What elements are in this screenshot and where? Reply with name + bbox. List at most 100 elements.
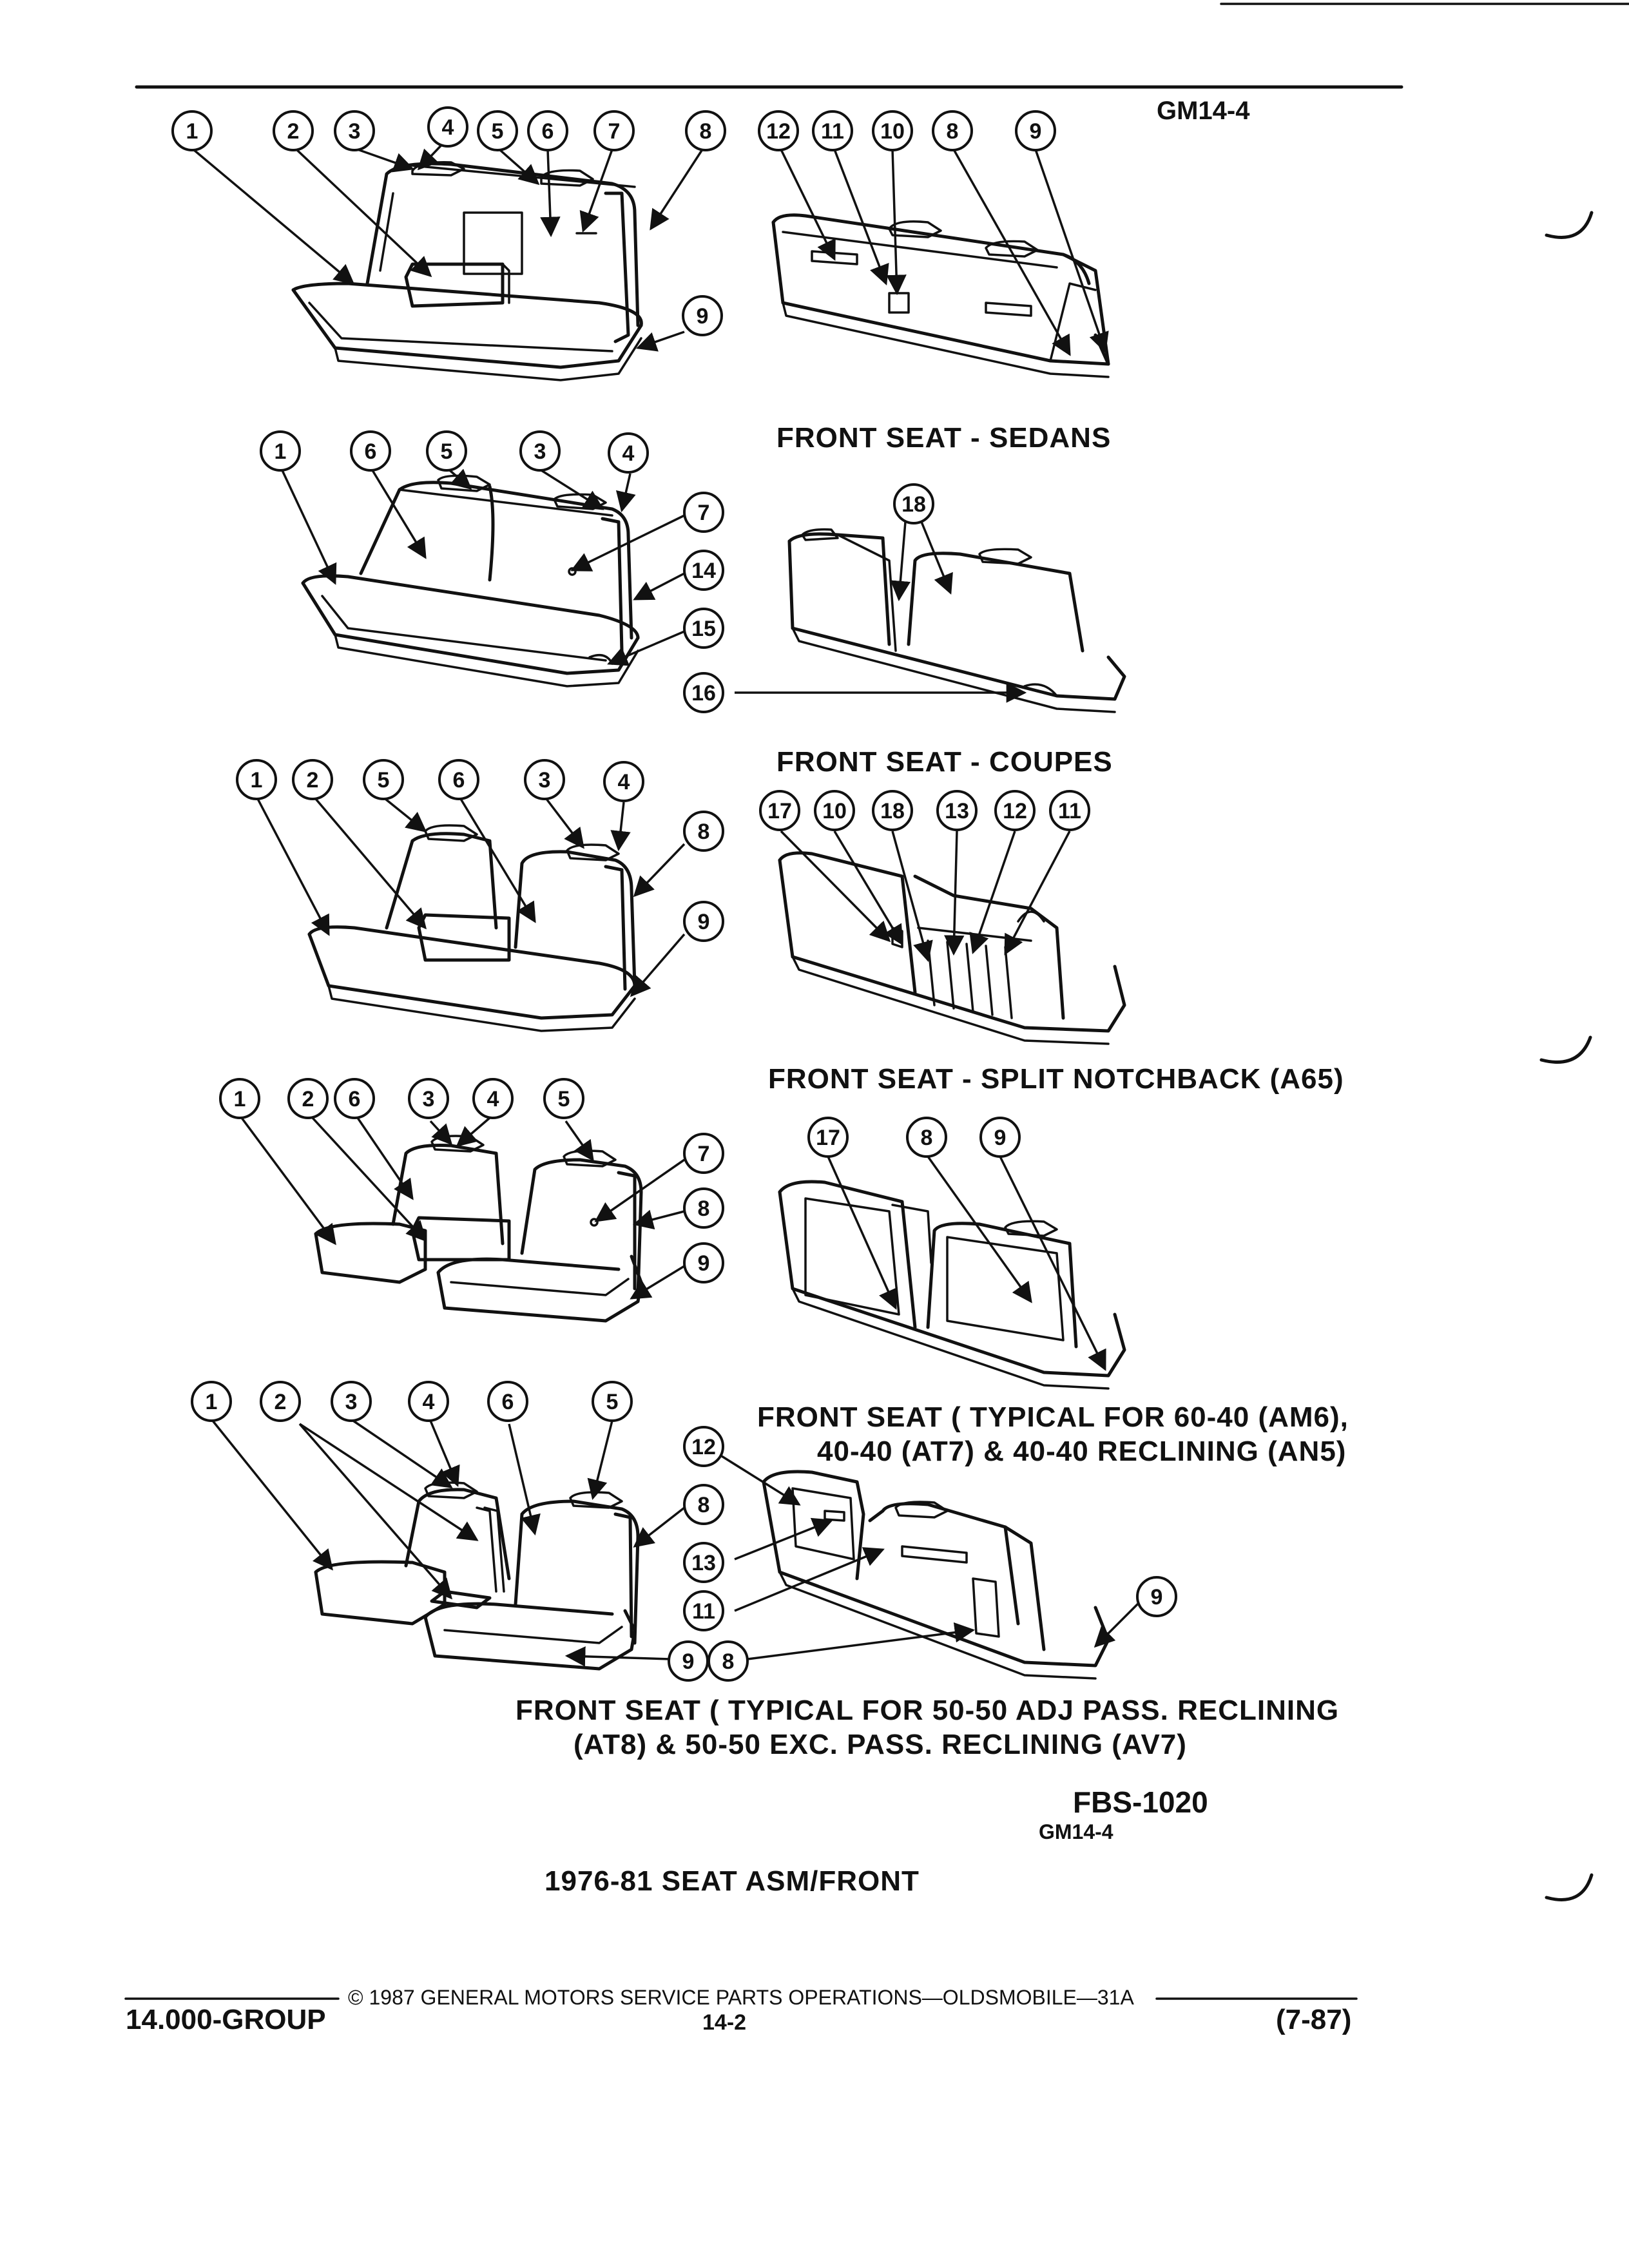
callout-label: 8 [698,1196,710,1221]
callout-label: 1 [275,439,287,464]
callout: 1 [219,1078,260,1119]
callout-label: 2 [275,1390,287,1414]
callout-label: 2 [287,119,300,144]
callout: 3 [524,759,565,800]
callout: 15 [683,608,724,649]
footer-copyright: © 1987 GENERAL MOTORS SERVICE PARTS OPER… [348,1986,1134,2009]
callout: 6 [438,759,479,800]
callout: 5 [592,1381,633,1422]
callout-label: 5 [378,768,390,793]
callout: 8 [932,110,973,151]
callout: 1 [171,110,213,151]
callout-label: 7 [698,1142,710,1166]
callout-label: 18 [880,799,905,823]
callout-label: 3 [345,1390,358,1414]
callout: 2 [292,759,333,800]
callout: 14 [683,550,724,591]
diagram-50-50-right-drawing [762,1470,1110,1680]
callout: 9 [979,1117,1021,1158]
callout: 8 [683,1484,724,1525]
callout: 8 [685,110,726,151]
margin-mark [1545,1873,1594,1901]
callout: 7 [683,1133,724,1174]
caption-50-50-line1: FRONT SEAT ( TYPICAL FOR 50-50 ADJ PASS.… [516,1695,1340,1726]
callout-label: 4 [423,1390,435,1414]
callout-label: 6 [542,119,554,144]
callout: 13 [936,790,978,831]
callout-label: 13 [691,1551,716,1575]
callout-label: 5 [492,119,504,144]
callout: 1 [236,759,277,800]
callout-label: 1 [251,768,263,793]
callout: 1 [191,1381,232,1422]
callout: 2 [273,110,314,151]
callout-label: 9 [698,910,710,934]
callout: 9 [683,901,724,942]
callout: 16 [683,672,724,713]
diagram-split-notchback-left-drawing [307,824,637,1032]
figure-title: 1976-81 SEAT ASM/FRONT [545,1865,920,1897]
callout: 3 [408,1078,449,1119]
callout: 7 [593,110,635,151]
callout-label: 13 [945,799,969,823]
callout-label: 9 [697,304,709,329]
callout: 6 [350,430,391,472]
callout-label: 12 [691,1435,716,1459]
callout-label: 6 [502,1390,514,1414]
callout: 2 [260,1381,301,1422]
callout-label: 15 [691,617,716,641]
callout: 3 [334,110,375,151]
callout: 9 [668,1640,709,1682]
callout: 18 [893,483,934,524]
callout: 5 [426,430,467,472]
callout: 2 [287,1078,329,1119]
callouts: 1 2 3 4 5 6 7 8 9 12 11 10 8 9 1 6 5 3 4… [171,106,1177,1682]
callout-label: 9 [994,1126,1007,1150]
callout-label: 8 [722,1649,735,1674]
diagram-coupes-left-drawing [301,474,640,687]
callout-label: 5 [441,439,453,464]
footer-group: 14.000-GROUP [126,2004,326,2035]
callout-label: 16 [691,681,716,706]
callout-label: 8 [698,820,710,844]
callout-label: 18 [901,492,926,517]
callout-label: 17 [767,799,792,823]
caption-50-50-line2: (AT8) & 50-50 EXC. PASS. RECLINING (AV7) [574,1729,1187,1760]
callout: 8 [708,1640,749,1682]
callout-label: 1 [186,119,198,144]
callout-label: 5 [558,1087,570,1111]
callout-label: 8 [698,1493,710,1517]
figure-number: FBS-1020 [1073,1785,1208,1819]
callout-label: 10 [822,799,847,823]
callout: 8 [906,1117,947,1158]
callout-label: 2 [307,768,319,793]
callout-label: 6 [365,439,377,464]
figure-code: GM14-4 [1039,1820,1113,1843]
callout: 6 [527,110,568,151]
callout: 12 [758,110,799,151]
callout-label: 1 [206,1390,218,1414]
diagram-sedans-right-drawing [771,213,1110,378]
callout-label: 6 [453,768,465,793]
callout-label: 7 [608,119,621,144]
margin-mark [1545,211,1594,239]
caption-split-notchback: FRONT SEAT - SPLIT NOTCHBACK (A65) [768,1063,1344,1095]
callout: 11 [683,1590,724,1631]
callout-label: 17 [816,1126,840,1150]
callout-label: 4 [442,115,454,140]
callout: 10 [814,790,855,831]
callout: 18 [872,790,913,831]
callout-label: 5 [606,1390,619,1414]
footer-date: (7-87) [1276,2004,1352,2035]
callout: 5 [543,1078,584,1119]
caption-sedans: FRONT SEAT - SEDANS [776,422,1112,454]
callout: 9 [682,295,723,336]
callout-label: 4 [487,1087,499,1111]
callout-label: 3 [539,768,551,793]
header-code: GM14-4 [1157,97,1250,125]
footer-page-number: 14-2 [702,2010,747,2035]
leader-lines [192,140,1142,1667]
callout-label: 1 [234,1087,246,1111]
diagram-50-50-left-drawing [314,1481,640,1671]
